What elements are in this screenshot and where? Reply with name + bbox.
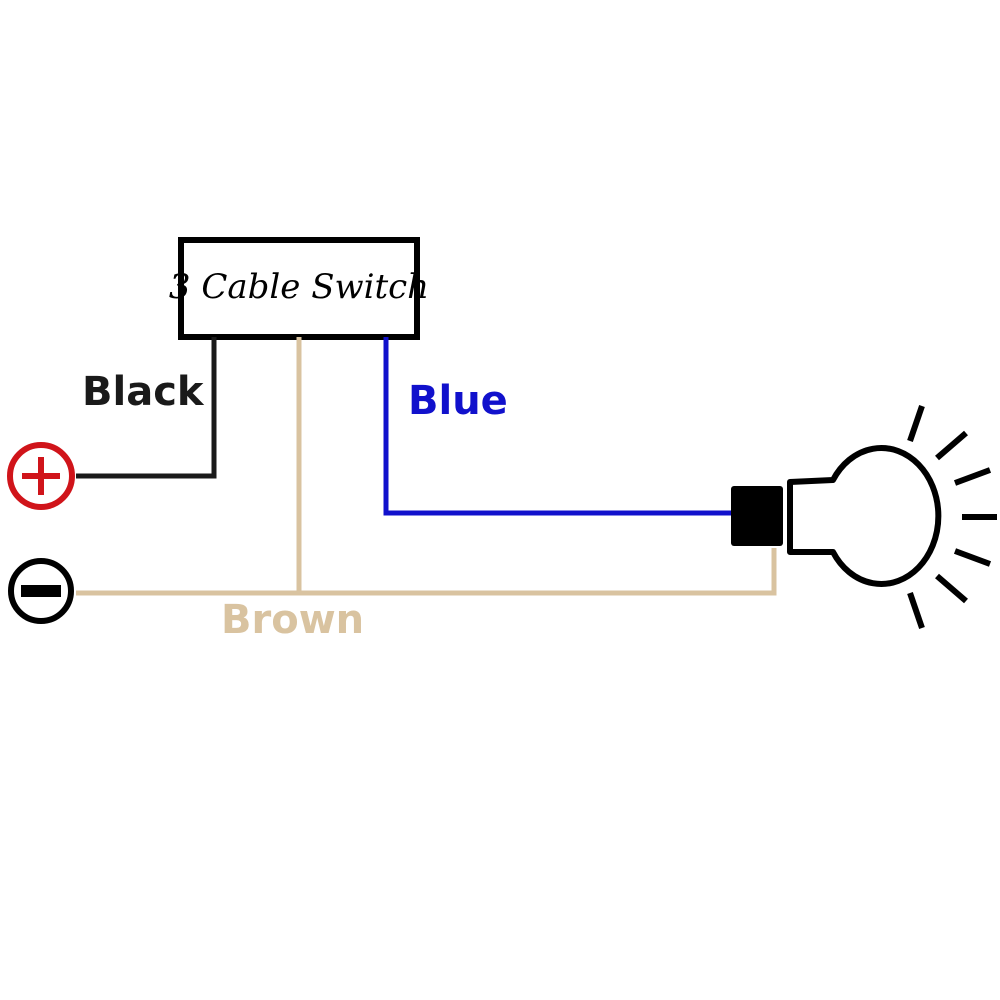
ray: [935, 573, 968, 604]
black-wire-label: Black: [82, 369, 205, 415]
bulb-rays: [907, 405, 997, 629]
blue-wire-label: Blue: [408, 378, 508, 424]
plus-icon: [7, 442, 75, 510]
ray: [907, 405, 925, 442]
light-bulb-icon: [731, 405, 997, 629]
ray: [953, 467, 992, 486]
ray: [935, 430, 968, 461]
minus-icon: [8, 558, 74, 624]
switch-label: 3 Cable Switch: [169, 267, 429, 307]
black-wire: [76, 337, 217, 479]
brown-wire-label: Brown: [221, 597, 364, 643]
blue-wire: [383, 337, 732, 516]
minus-bar: [21, 585, 61, 597]
ray: [907, 592, 925, 629]
bulb-glass: [787, 445, 942, 587]
ray: [953, 548, 992, 567]
bulb-socket: [731, 486, 783, 546]
brown-wire-main: [76, 548, 777, 596]
